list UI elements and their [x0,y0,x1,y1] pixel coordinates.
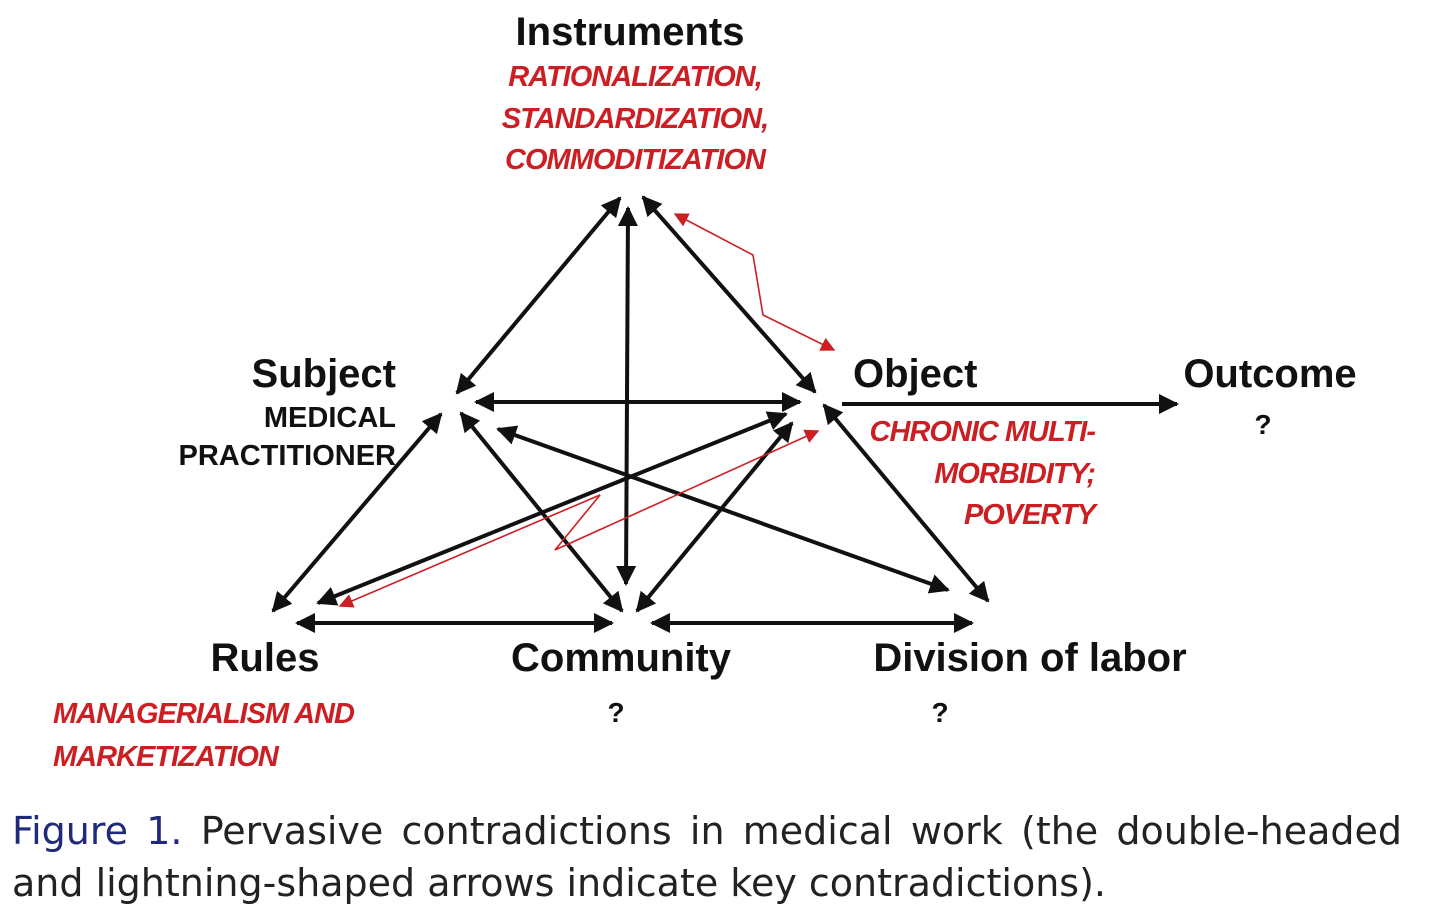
rules-note-2: MARKETIZATION [53,741,280,773]
caption-text: Pervasive contradictions in medical work… [12,809,1402,905]
instruments-note-1: RATIONALIZATION, [508,61,762,93]
arrow-object-community [635,421,794,613]
division-note: ? [931,697,948,728]
object-note-3: POVERTY [964,499,1099,531]
division-title: Division of labor [873,636,1186,680]
instruments-note-3: COMMODITIZATION [505,144,767,176]
outcome-title: Outcome [1183,352,1356,396]
caption-label: Figure 1. [12,809,183,853]
object-title: Object [853,352,977,396]
figure-caption: Figure 1. Pervasive contradictions in me… [12,805,1402,909]
arrow-instruments-subject [455,196,622,395]
instruments-title: Instruments [516,10,745,54]
subject-note-1: MEDICAL [264,402,396,434]
lightning-arrow-rules-object [338,429,820,608]
lightning-arrow-instruments-object [673,213,836,351]
instruments-note-2: STANDARDIZATION, [502,103,768,135]
object-note-1: CHRONIC MULTI- [870,416,1096,448]
subject-note-2: PRACTITIONER [179,440,397,472]
arrow-instruments-object [641,195,817,394]
subject-title: Subject [252,352,396,396]
arrow-instruments-community [616,206,638,586]
community-title: Community [511,636,732,680]
object-note-2: MORBIDITY; [934,458,1095,490]
outcome-note: ? [1254,409,1271,440]
arrow-object-division [822,403,990,603]
rules-title: Rules [211,636,320,680]
rules-note-1: MANAGERIALISM AND [53,698,355,730]
community-note: ? [607,697,624,728]
